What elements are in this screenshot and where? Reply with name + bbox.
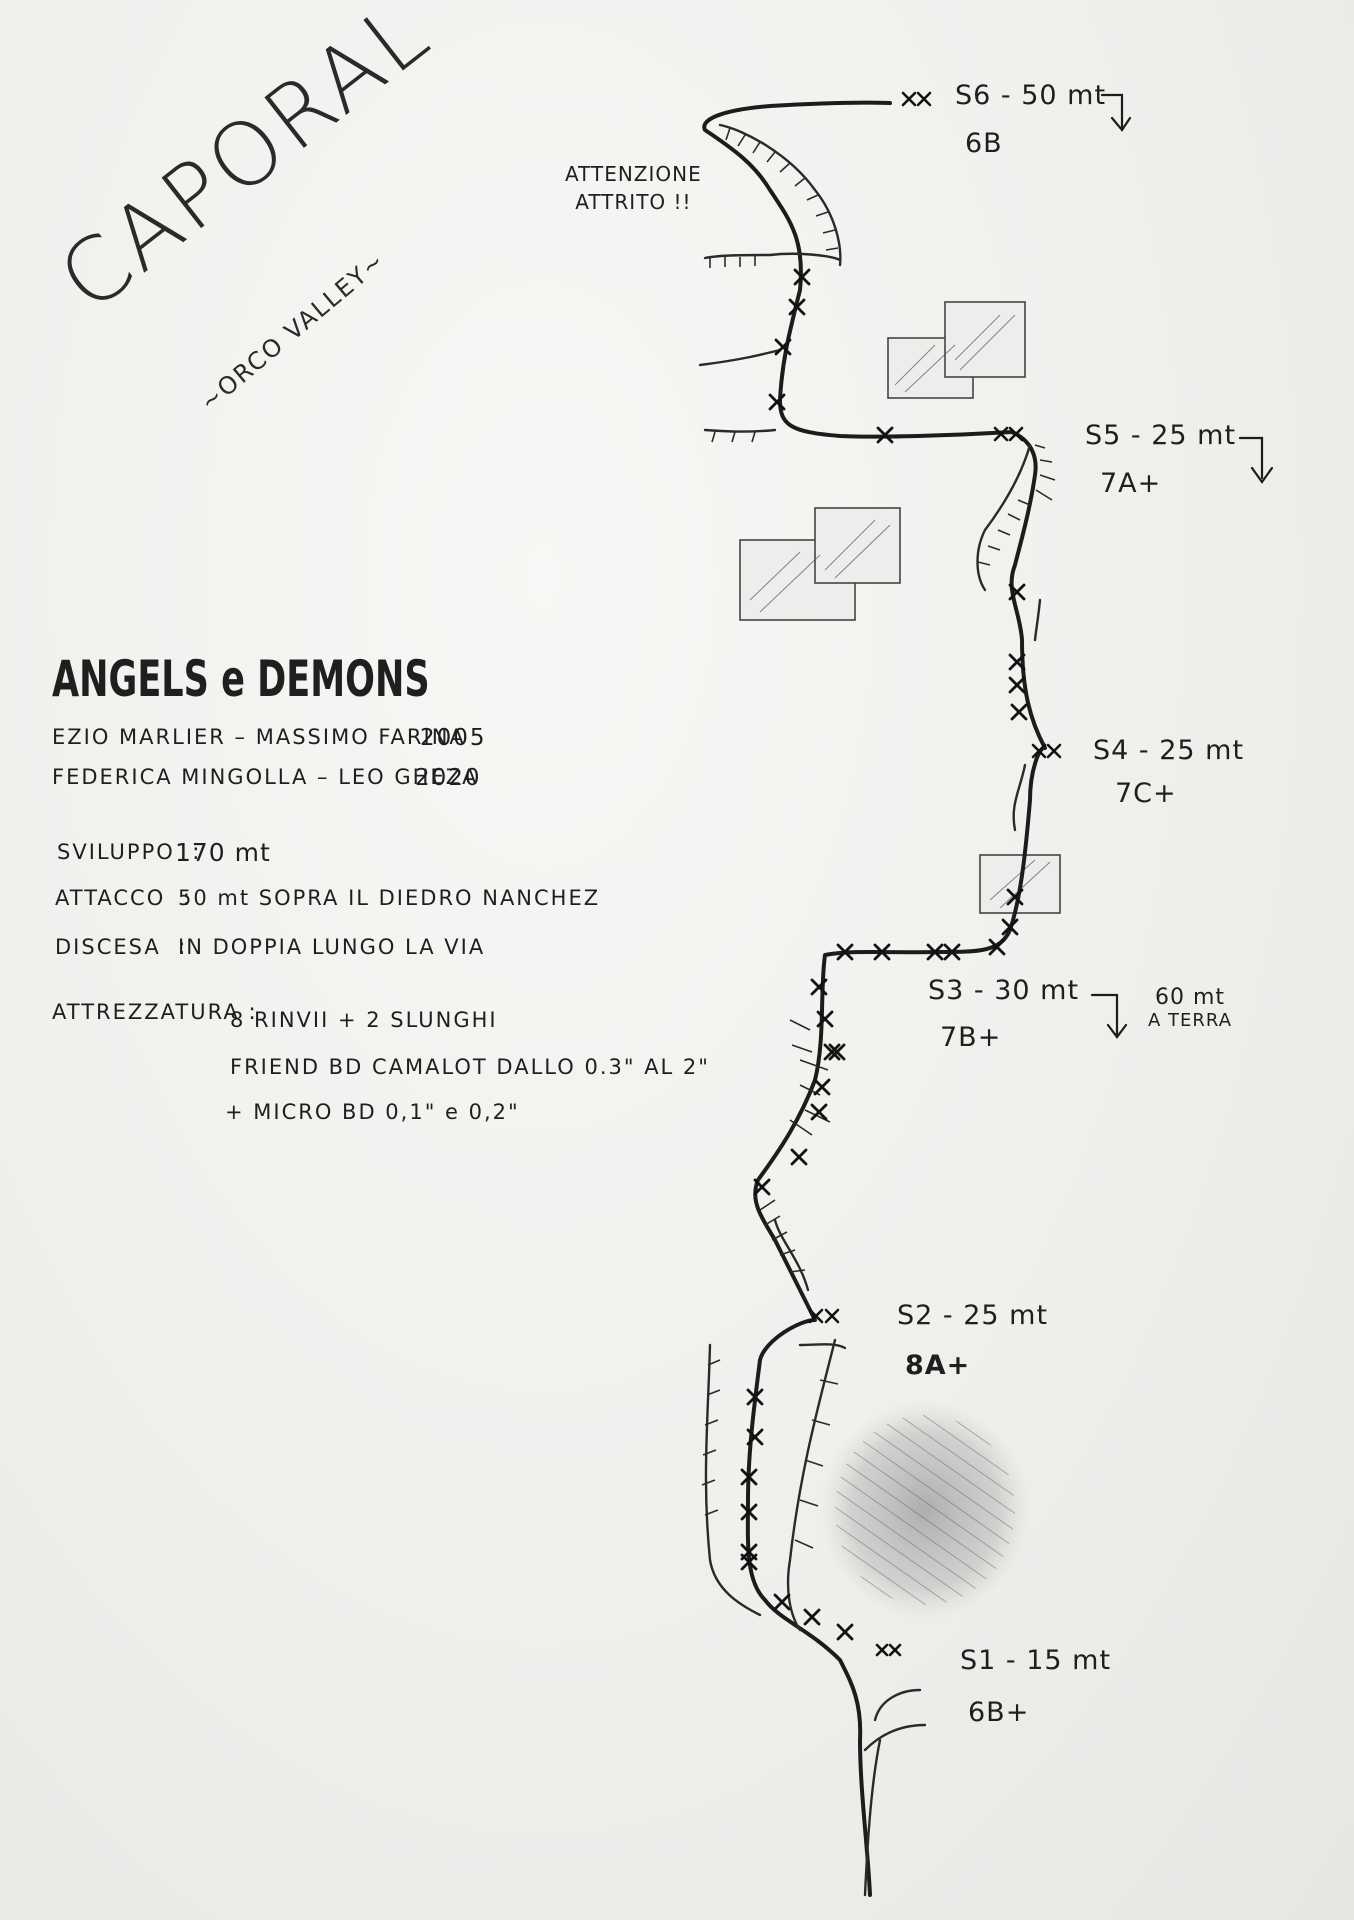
- attrezzatura-label: ATTREZZATURA :: [52, 1000, 258, 1025]
- repeat-climbers: FEDERICA MINGOLLA – LEO GHEZA: [52, 765, 479, 789]
- bolts: [740, 268, 1028, 1641]
- warning-line-1: ATTENZIONE: [565, 162, 702, 186]
- discesa-value: IN DOPPIA LUNGO LA VIA: [178, 935, 486, 959]
- grade-s1: 6B+: [968, 1697, 1030, 1728]
- attacco-label: ATTACCO :: [55, 886, 193, 911]
- rappel-note-ground: A TERRA: [1148, 1010, 1233, 1031]
- first-ascent-climbers: EZIO MARLIER – MASSIMO FARINA: [52, 725, 466, 749]
- warning-note: ATTENZIONE ATTRITO !!: [565, 160, 702, 216]
- route-line: [702, 100, 1047, 1897]
- warning-line-2: ATTRITO !!: [575, 190, 692, 214]
- gear-line-2: FRIEND BD CAMALOT DALLO 0.3" AL 2": [230, 1055, 710, 1079]
- grade-s5: 7A+: [1100, 468, 1162, 499]
- belay-s5: S5 - 25 mt: [1085, 420, 1237, 451]
- sviluppo-value: 170 mt: [175, 838, 271, 867]
- grade-s6: 6B: [965, 128, 1003, 159]
- belay-s1: S1 - 15 mt: [960, 1645, 1112, 1676]
- rock-blocks: [739, 301, 1061, 914]
- belay-s3: S3 - 30 mt: [928, 975, 1080, 1006]
- sviluppo-label: SVILUPPO :: [57, 840, 202, 865]
- wall-hatching: [701, 127, 1056, 1549]
- grade-s4: 7C+: [1115, 778, 1177, 809]
- route-name: ANGELS e DEMONS: [52, 650, 430, 708]
- first-ascent-year: 2005: [420, 725, 487, 751]
- belay-anchors: [808, 91, 1062, 1657]
- rappel-note-distance: 60 mt: [1154, 985, 1226, 1010]
- discesa-label: DISCESA :: [55, 935, 188, 960]
- grade-s2: 8A+: [905, 1350, 971, 1381]
- rappel-note: 60 mt A TERRA: [1148, 985, 1232, 1031]
- gear-line-1: 8 RINVII + 2 SLUNGHI: [230, 1008, 498, 1032]
- belay-s6: S6 - 50 mt: [955, 80, 1107, 111]
- rappel-arrows: [1090, 93, 1274, 1039]
- grade-s3: 7B+: [940, 1022, 1002, 1053]
- gear-line-3: + MICRO BD 0,1" e 0,2": [225, 1100, 520, 1124]
- belay-s4: S4 - 25 mt: [1093, 735, 1245, 766]
- attacco-value: 50 mt SOPRA IL DIEDRO NANCHEZ: [178, 886, 601, 910]
- repeat-year: 2020: [415, 765, 482, 791]
- belay-s2: S2 - 25 mt: [897, 1300, 1049, 1331]
